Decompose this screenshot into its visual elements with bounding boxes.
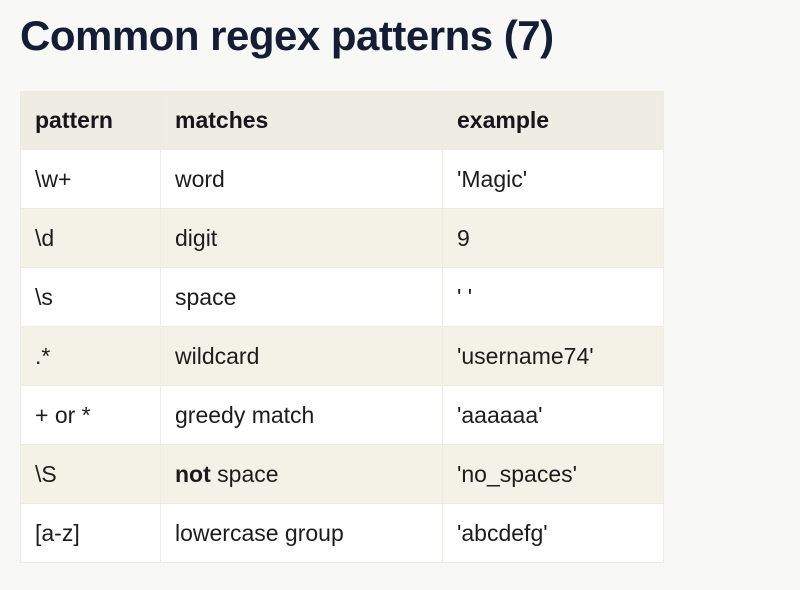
cell-matches-text: space: [210, 460, 279, 487]
page-title: Common regex patterns (7): [20, 12, 554, 59]
table-row: [a-z]lowercase group'abcdefg': [20, 503, 664, 563]
table-row: .*wildcard'username74': [20, 326, 664, 386]
cell-example: 'Magic': [442, 149, 664, 209]
regex-patterns-table: pattern matches example \w+word'Magic'\d…: [20, 91, 664, 563]
cell-pattern: [a-z]: [20, 503, 161, 563]
cell-example: 'no_spaces': [442, 444, 664, 504]
cell-matches: word: [160, 149, 443, 209]
table-row: \w+word'Magic': [20, 149, 664, 209]
table-row: + or *greedy match'aaaaaa': [20, 385, 664, 445]
column-header-pattern: pattern: [20, 91, 161, 150]
cell-pattern: .*: [20, 326, 161, 386]
cell-example: 'abcdefg': [442, 503, 664, 563]
cell-matches: space: [160, 267, 443, 327]
cell-example: 9: [442, 208, 664, 268]
column-header-example: example: [442, 91, 664, 150]
table-header: pattern matches example: [20, 91, 664, 150]
cell-matches: digit: [160, 208, 443, 268]
cell-pattern: \d: [20, 208, 161, 268]
cell-pattern: + or *: [20, 385, 161, 445]
cell-pattern: \w+: [20, 149, 161, 209]
column-header-matches: matches: [160, 91, 443, 150]
cell-pattern: \s: [20, 267, 161, 327]
cell-example: ' ': [442, 267, 664, 327]
regex-table-container: pattern matches example \w+word'Magic'\d…: [20, 91, 664, 563]
cell-matches-emphasis: not: [175, 460, 211, 487]
cell-example: 'username74': [442, 326, 664, 386]
cell-matches: wildcard: [160, 326, 443, 386]
cell-matches: not space: [160, 444, 443, 504]
cell-pattern: \S: [20, 444, 161, 504]
cell-example: 'aaaaaa': [442, 385, 664, 445]
cell-matches: greedy match: [160, 385, 443, 445]
cell-matches: lowercase group: [160, 503, 443, 563]
table-header-row: pattern matches example: [20, 91, 664, 150]
